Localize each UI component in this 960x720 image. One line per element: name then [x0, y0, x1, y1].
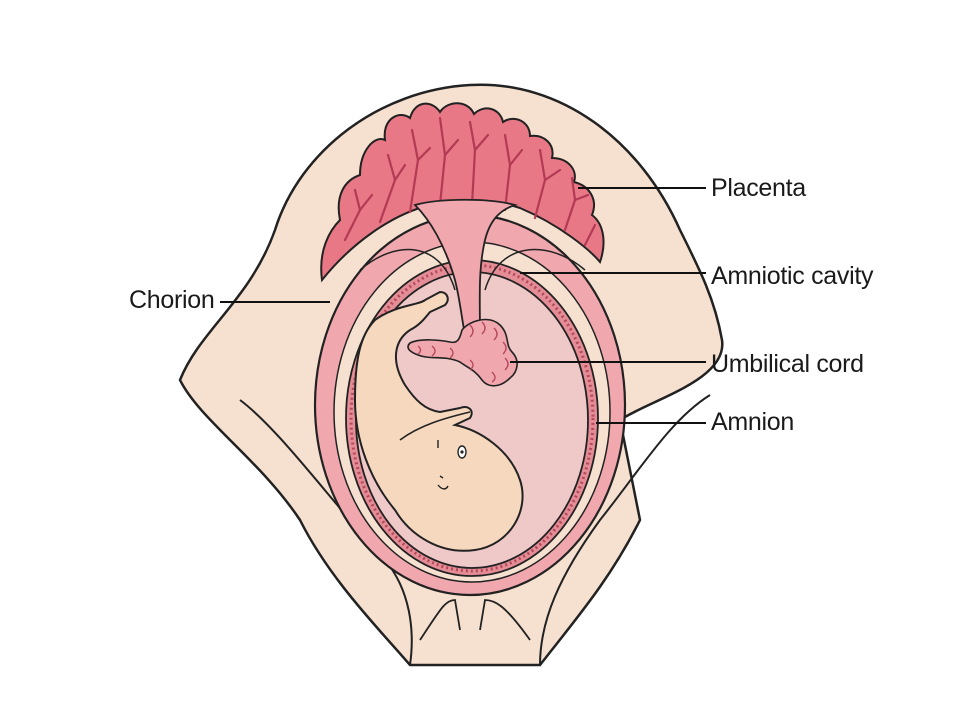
- fetus-arm: [399, 411, 471, 441]
- placenta-vessels: [343, 116, 597, 247]
- label-chorion: Chorion: [129, 286, 215, 314]
- placenta: [320, 102, 605, 283]
- cervix-inner-left: [419, 599, 461, 641]
- amnion-inner-dash: [349, 263, 595, 573]
- stalk-inner-left: [359, 248, 456, 291]
- label-amnion: Amnion: [711, 408, 794, 436]
- cord-coils: [417, 321, 509, 383]
- label-placenta: Placenta: [711, 174, 806, 202]
- fetus-nose: [439, 475, 444, 479]
- stalk-inner-right: [484, 248, 586, 291]
- fetus-mouth: [437, 484, 449, 490]
- cervix-inner-right: [479, 599, 531, 641]
- label-amniotic-cavity: Amniotic cavity: [711, 262, 874, 290]
- leader-lines: [220, 187, 706, 424]
- connecting-stalk: [413, 198, 519, 336]
- label-umbilical-cord: Umbilical cord: [711, 350, 864, 378]
